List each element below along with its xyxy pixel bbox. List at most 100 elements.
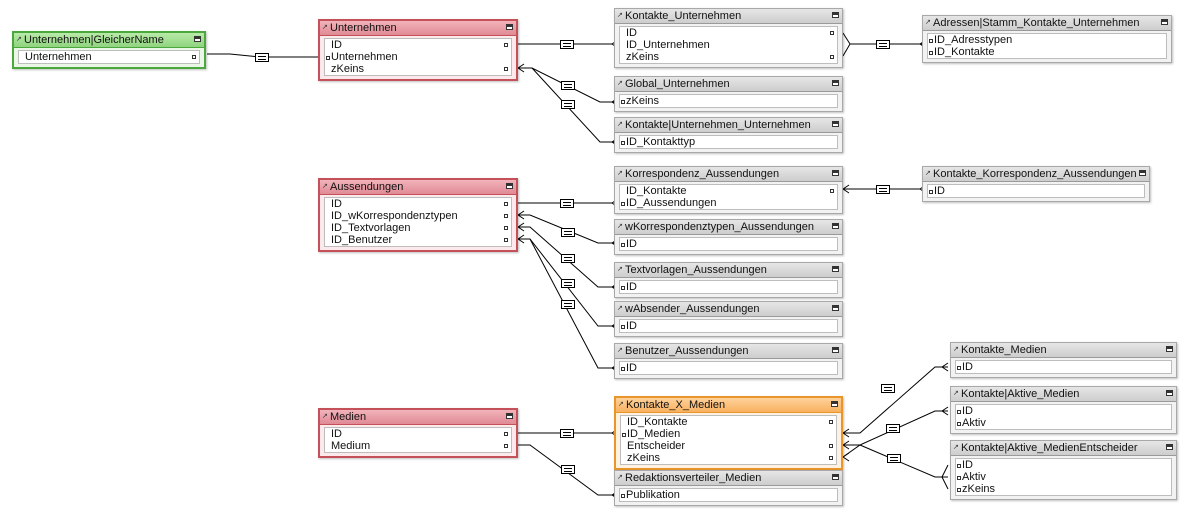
field-row[interactable]: ID_Kontakte bbox=[620, 185, 837, 197]
field-row[interactable]: ID_wKorrespondenztypen bbox=[325, 210, 511, 222]
minimize-icon[interactable] bbox=[832, 121, 839, 127]
field-row[interactable]: ID_Medien bbox=[621, 428, 836, 440]
table-header[interactable]: ↗ Kontakte_Korrespondenz_Aussendungen bbox=[923, 167, 1149, 182]
field-row[interactable]: ID_Unternehmen bbox=[620, 39, 837, 51]
field-row[interactable]: zKeins bbox=[621, 452, 836, 464]
table-header[interactable]: ↗ Kontakte|Unternehmen_Unternehmen bbox=[615, 118, 842, 133]
minimize-icon[interactable] bbox=[1166, 444, 1173, 450]
minimize-icon[interactable] bbox=[832, 170, 839, 176]
minimize-icon[interactable] bbox=[194, 36, 201, 42]
relationship-operator-equals[interactable] bbox=[561, 465, 575, 474]
table-occurrence-kontakte-x-medien[interactable]: ↗ Kontakte_X_Medien ID_Kontakte ID_Medie… bbox=[614, 396, 843, 470]
field-row[interactable]: ID bbox=[956, 361, 1171, 373]
field-row[interactable]: Aktiv bbox=[956, 417, 1171, 429]
table-occurrence-adressen-stamm[interactable]: ↗ Adressen|Stamm_Kontakte_Unternehmen ID… bbox=[922, 15, 1172, 63]
table-occurrence-kontakte-unternehmen[interactable]: ↗ Kontakte_Unternehmen ID ID_Unternehmen… bbox=[614, 8, 843, 68]
relationship-operator-equals[interactable] bbox=[561, 254, 575, 263]
field-row[interactable]: ID_Kontakte bbox=[928, 46, 1166, 58]
field-row[interactable]: ID_Kontakttyp bbox=[620, 136, 837, 148]
table-header[interactable]: ↗ Medien bbox=[320, 410, 516, 425]
table-header[interactable]: ↗ Textvorlagen_Aussendungen bbox=[615, 263, 842, 278]
minimize-icon[interactable] bbox=[832, 223, 839, 229]
table-occurrence-kontakte-medien[interactable]: ↗ Kontakte_Medien ID bbox=[950, 342, 1177, 378]
relationship-operator-equals[interactable] bbox=[561, 81, 575, 90]
relationship-operator-equals[interactable] bbox=[881, 384, 895, 393]
field-row[interactable]: ID bbox=[956, 459, 1171, 471]
field-row[interactable]: ID bbox=[956, 405, 1171, 417]
minimize-icon[interactable] bbox=[1166, 346, 1173, 352]
table-occurrence-global-unternehmen[interactable]: ↗ Global_Unternehmen zKeins bbox=[614, 76, 843, 112]
table-occurrence-wabsender-aussendungen[interactable]: ↗ wAbsender_Aussendungen ID bbox=[614, 301, 843, 337]
field-row[interactable]: zKeins bbox=[956, 483, 1171, 495]
field-row[interactable]: ID bbox=[620, 238, 837, 250]
minimize-icon[interactable] bbox=[832, 80, 839, 86]
table-header[interactable]: ↗ Kontakte|Aktive_MedienEntscheider bbox=[951, 441, 1176, 456]
minimize-icon[interactable] bbox=[1166, 390, 1173, 396]
field-row[interactable]: ID_Kontakte bbox=[621, 416, 836, 428]
field-row[interactable]: ID_Textvorlagen bbox=[325, 222, 511, 234]
relationship-operator-equals[interactable] bbox=[876, 40, 890, 49]
relationship-operator-equals[interactable] bbox=[886, 424, 900, 433]
field-row[interactable]: Entscheider bbox=[621, 440, 836, 452]
table-occurrence-unternehmen[interactable]: ↗ Unternehmen ID Unternehmen zKeins bbox=[318, 19, 518, 81]
field-row[interactable]: zKeins bbox=[620, 51, 837, 63]
relationship-operator-equals[interactable] bbox=[255, 53, 269, 62]
table-header[interactable]: ↗ Redaktionsverteiler_Medien bbox=[615, 471, 842, 486]
minimize-icon[interactable] bbox=[1139, 170, 1146, 176]
field-row[interactable]: Unternehmen bbox=[325, 51, 511, 63]
minimize-icon[interactable] bbox=[832, 266, 839, 272]
table-occurrence-unternehmen-gleichername[interactable]: ↗ Unternehmen|GleicherName Unternehmen bbox=[12, 31, 206, 69]
field-row[interactable]: Aktiv bbox=[956, 471, 1171, 483]
minimize-icon[interactable] bbox=[506, 24, 513, 30]
table-occurrence-benutzer-aussendungen[interactable]: ↗ Benutzer_Aussendungen ID bbox=[614, 343, 843, 379]
relationship-operator-equals[interactable] bbox=[560, 429, 574, 438]
table-occurrence-kontakte-aktive-medien[interactable]: ↗ Kontakte|Aktive_Medien ID Aktiv bbox=[950, 386, 1177, 434]
relationship-operator-equals[interactable] bbox=[561, 279, 575, 288]
relationship-operator-equals[interactable] bbox=[561, 300, 575, 309]
minimize-icon[interactable] bbox=[832, 474, 839, 480]
table-header[interactable]: ↗ wAbsender_Aussendungen bbox=[615, 302, 842, 317]
minimize-icon[interactable] bbox=[506, 183, 513, 189]
field-row[interactable]: ID bbox=[928, 185, 1144, 197]
field-row[interactable]: ID bbox=[620, 320, 837, 332]
table-header[interactable]: ↗ Global_Unternehmen bbox=[615, 77, 842, 92]
field-row[interactable]: ID bbox=[620, 281, 837, 293]
table-header[interactable]: ↗ Kontakte_X_Medien bbox=[616, 398, 841, 413]
minimize-icon[interactable] bbox=[832, 12, 839, 18]
table-header[interactable]: ↗ wKorrespondenztypen_Aussendungen bbox=[615, 220, 842, 235]
field-row[interactable]: ID bbox=[620, 362, 837, 374]
table-header[interactable]: ↗ Kontakte_Medien bbox=[951, 343, 1176, 358]
field-row[interactable]: ID_Benutzer bbox=[325, 234, 511, 246]
table-occurrence-redaktionsverteiler-medien[interactable]: ↗ Redaktionsverteiler_Medien Publikation bbox=[614, 470, 843, 506]
table-header[interactable]: ↗ Benutzer_Aussendungen bbox=[615, 344, 842, 359]
relationship-operator-equals[interactable] bbox=[887, 454, 901, 463]
table-occurrence-textvorlagen-aussendungen[interactable]: ↗ Textvorlagen_Aussendungen ID bbox=[614, 262, 843, 298]
table-occurrence-medien[interactable]: ↗ Medien ID Medium bbox=[318, 408, 518, 458]
relationship-operator-equals[interactable] bbox=[876, 185, 890, 194]
table-header[interactable]: ↗ Unternehmen|GleicherName bbox=[14, 33, 204, 48]
minimize-icon[interactable] bbox=[832, 347, 839, 353]
table-occurrence-kontakte-korrespondenz-aussendungen[interactable]: ↗ Kontakte_Korrespondenz_Aussendungen ID bbox=[922, 166, 1150, 202]
table-header[interactable]: ↗ Kontakte_Unternehmen bbox=[615, 9, 842, 24]
field-row[interactable]: Publikation bbox=[620, 489, 837, 501]
minimize-icon[interactable] bbox=[1161, 19, 1168, 25]
minimize-icon[interactable] bbox=[832, 305, 839, 311]
field-row[interactable]: Medium bbox=[325, 440, 511, 452]
table-header[interactable]: ↗ Korrespondenz_Aussendungen bbox=[615, 167, 842, 182]
table-occurrence-wkorrespondenztypen-aussendungen[interactable]: ↗ wKorrespondenztypen_Aussendungen ID bbox=[614, 219, 843, 255]
relationship-operator-equals[interactable] bbox=[560, 199, 574, 208]
field-row[interactable]: ID bbox=[325, 39, 511, 51]
table-occurrence-kontakte-unternehmen-unternehmen[interactable]: ↗ Kontakte|Unternehmen_Unternehmen ID_Ko… bbox=[614, 117, 843, 153]
table-header[interactable]: ↗ Kontakte|Aktive_Medien bbox=[951, 387, 1176, 402]
field-row[interactable]: ID bbox=[325, 198, 511, 210]
minimize-icon[interactable] bbox=[506, 413, 513, 419]
table-occurrence-aussendungen[interactable]: ↗ Aussendungen ID ID_wKorrespondenztypen… bbox=[318, 178, 518, 252]
relationship-operator-equals[interactable] bbox=[560, 40, 574, 49]
field-row[interactable]: Unternehmen bbox=[19, 51, 199, 63]
table-occurrence-kontakte-aktive-medienentscheider[interactable]: ↗ Kontakte|Aktive_MedienEntscheider ID A… bbox=[950, 440, 1177, 500]
field-row[interactable]: ID bbox=[325, 428, 511, 440]
field-row[interactable]: ID_Adresstypen bbox=[928, 34, 1166, 46]
field-row[interactable]: ID bbox=[620, 27, 837, 39]
field-row[interactable]: ID_Aussendungen bbox=[620, 197, 837, 209]
table-header[interactable]: ↗ Aussendungen bbox=[320, 180, 516, 195]
